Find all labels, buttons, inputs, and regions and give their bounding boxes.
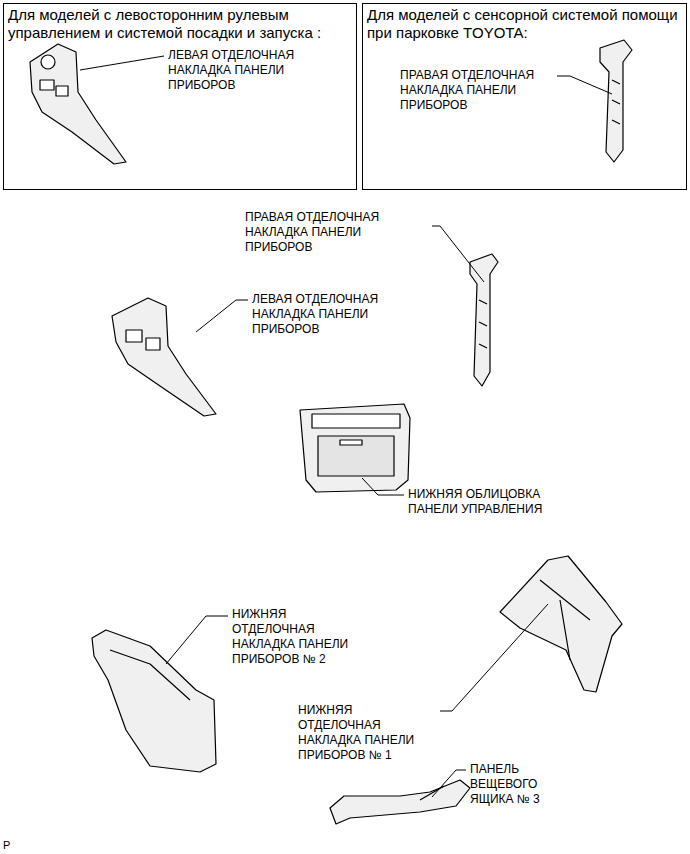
part-label: ЛЕВАЯ ОТДЕЛОЧНАЯ НАКЛАДКА ПАНЕЛИ ПРИБОРО…: [168, 48, 308, 93]
part-label: ПРАВАЯ ОТДЕЛОЧНАЯ НАКЛАДКА ПАНЕЛИ ПРИБОР…: [400, 68, 540, 113]
condition-heading: Для моделей с сенсорной системой помощи …: [363, 4, 686, 44]
part-label: ЛЕВАЯ ОТДЕЛОЧНАЯ НАКЛАДКА ПАНЕЛИ ПРИБОРО…: [252, 292, 392, 337]
part-label: ПАНЕЛЬ ВЕЩЕВОГО ЯЩИКА № 3: [470, 762, 550, 807]
condition-box: Для моделей с сенсорной системой помощи …: [362, 3, 687, 190]
condition-box: Для моделей с левосторонним рулевым упра…: [3, 3, 357, 190]
part-label: НИЖНЯЯ ОТДЕЛОЧНАЯ НАКЛАДКА ПАНЕЛИ ПРИБОР…: [232, 607, 372, 667]
condition-heading: Для моделей с левосторонним рулевым упра…: [4, 4, 356, 44]
part-label: НИЖНЯЯ ОБЛИЦОВКА ПАНЕЛИ УПРАВЛЕНИЯ: [408, 487, 558, 517]
page-mark: P: [3, 838, 23, 853]
part-label: ПРАВАЯ ОТДЕЛОЧНАЯ НАКЛАДКА ПАНЕЛИ ПРИБОР…: [245, 210, 385, 255]
part-label: НИЖНЯЯ ОТДЕЛОЧНАЯ НАКЛАДКА ПАНЕЛИ ПРИБОР…: [298, 703, 438, 763]
